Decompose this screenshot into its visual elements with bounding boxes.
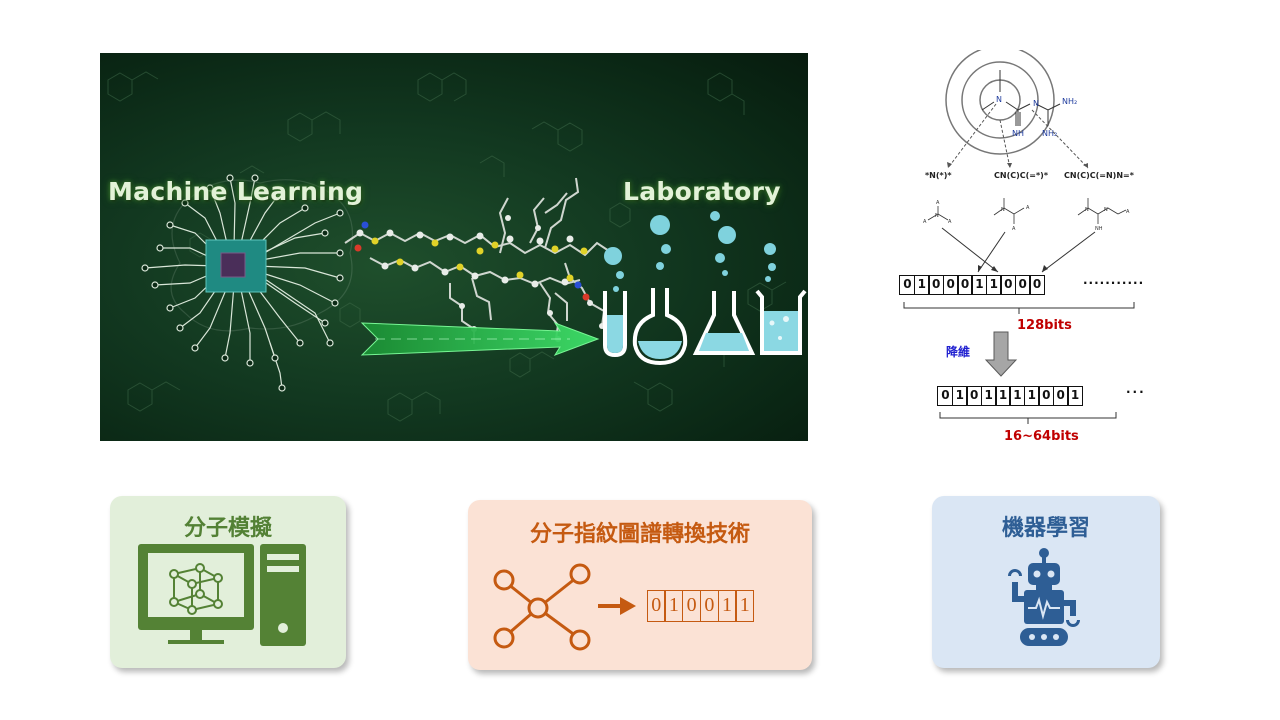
- card-title-machine-learning: 機器學習: [1001, 516, 1090, 541]
- card-molecular-simulation: 分子模擬: [110, 496, 346, 668]
- hero-title-machine-learning: Machine Learning: [108, 177, 364, 206]
- atom-label-nh: NH: [1012, 129, 1024, 138]
- svg-text:A: A: [923, 219, 927, 225]
- lab-glassware-icon: [603, 211, 807, 366]
- card-title-fingerprint: 分子指紋圖譜轉換技術: [529, 522, 750, 547]
- bit-cell: 1: [971, 275, 988, 295]
- background-molecules: [107, 71, 787, 422]
- mini-bit-cell: 1: [717, 590, 737, 622]
- bit-cell: 1: [1009, 386, 1026, 406]
- bit-length-label-reduced: 16~64bits: [1004, 429, 1079, 444]
- fingerprint-graphics: N N NH₂ NH NH₂ A A A N A A N N N NH A: [903, 50, 1135, 424]
- bit-cell: 1: [951, 386, 968, 406]
- fingerprint-diagram: N N NH₂ NH NH₂ A A A N A A N N N NH A: [890, 50, 1190, 460]
- bit-cell: 0: [966, 386, 983, 406]
- bit-cell: 0: [928, 275, 945, 295]
- card-machine-learning: 機器學習: [932, 496, 1160, 668]
- atom-label-n2: N: [1033, 99, 1039, 108]
- fragment-smiles-1: *N(*)*: [925, 171, 952, 180]
- hero-illustration: [107, 71, 807, 422]
- hero-image: Machine Learning Laboratory: [100, 53, 808, 441]
- svg-text:N: N: [935, 213, 939, 219]
- molecule-chain: [344, 177, 613, 344]
- atom-label-nh2-bottom: NH₂: [1042, 129, 1057, 138]
- card-molecular-fingerprint: 分子指紋圖譜轉換技術 0 1 0 0 1 1: [468, 500, 812, 670]
- robot-icon: [1008, 548, 1080, 646]
- metformin-structure: [981, 70, 1061, 126]
- svg-text:A: A: [936, 200, 940, 206]
- bit-cell: 0: [1000, 275, 1017, 295]
- circuit-brain: [141, 174, 354, 392]
- bit-cell: 1: [1023, 386, 1040, 406]
- svg-text:N: N: [1001, 207, 1005, 213]
- processor-chip-icon: [205, 239, 267, 293]
- bit-vector-reduced: 0 1 0 1 1 1 1 0 0 1: [937, 386, 1084, 406]
- fragment-smiles-2: CN(C)C(=*)*: [994, 171, 1049, 180]
- bit-cell: 0: [899, 275, 916, 295]
- molecule-atoms: [354, 215, 605, 342]
- fragment-smiles-3: CN(C)C(=N)N=*: [1064, 171, 1134, 180]
- mini-bit-cell: 0: [646, 590, 666, 622]
- bit-cell: 0: [1052, 386, 1069, 406]
- svg-text:N: N: [1085, 207, 1089, 213]
- bit-vector-128: 0 1 0 0 0 1 1 0 0 0: [899, 275, 1046, 295]
- bit-cell: 0: [937, 386, 954, 406]
- mini-bit-vector: 0 1 0 0 1 1: [646, 590, 755, 622]
- bit-cell: 1: [913, 275, 930, 295]
- bit-vector-reduced-ellipsis: ···: [1126, 385, 1146, 399]
- mini-bit-cell: 0: [699, 590, 719, 622]
- bit-cell: 0: [942, 275, 959, 295]
- bit-cell: 1: [1067, 386, 1084, 406]
- bit-cell: 1: [995, 386, 1012, 406]
- mini-bit-cell: 1: [664, 590, 684, 622]
- svg-text:NH: NH: [1095, 226, 1103, 232]
- bit-cell: 1: [980, 386, 997, 406]
- svg-text:A: A: [1026, 205, 1030, 211]
- progress-arrow: [360, 322, 600, 356]
- graph-to-bits-icon: [493, 563, 636, 651]
- svg-text:A: A: [1126, 209, 1130, 215]
- bit-cell: 0: [1014, 275, 1031, 295]
- bit-cell: 1: [985, 275, 1002, 295]
- mini-bit-cell: 1: [735, 590, 755, 622]
- mini-bit-cell: 0: [682, 590, 702, 622]
- bit-cell: 0: [1038, 386, 1055, 406]
- computer-molecule-icon: [138, 544, 306, 646]
- svg-text:A: A: [1012, 226, 1016, 232]
- dimension-reduction-label: 降維: [946, 345, 971, 359]
- bit-vector-128-ellipsis: ···········: [1083, 276, 1145, 290]
- card-title-simulation: 分子模擬: [183, 516, 272, 541]
- svg-text:N: N: [1104, 207, 1108, 213]
- svg-text:A: A: [948, 219, 952, 225]
- atom-label-nh2-top: NH₂: [1062, 97, 1077, 106]
- bit-cell: 0: [957, 275, 974, 295]
- bit-length-label-128: 128bits: [1017, 318, 1072, 333]
- atom-label-n1: N: [996, 95, 1002, 104]
- hero-title-laboratory: Laboratory: [623, 177, 781, 206]
- bit-cell: 0: [1029, 275, 1046, 295]
